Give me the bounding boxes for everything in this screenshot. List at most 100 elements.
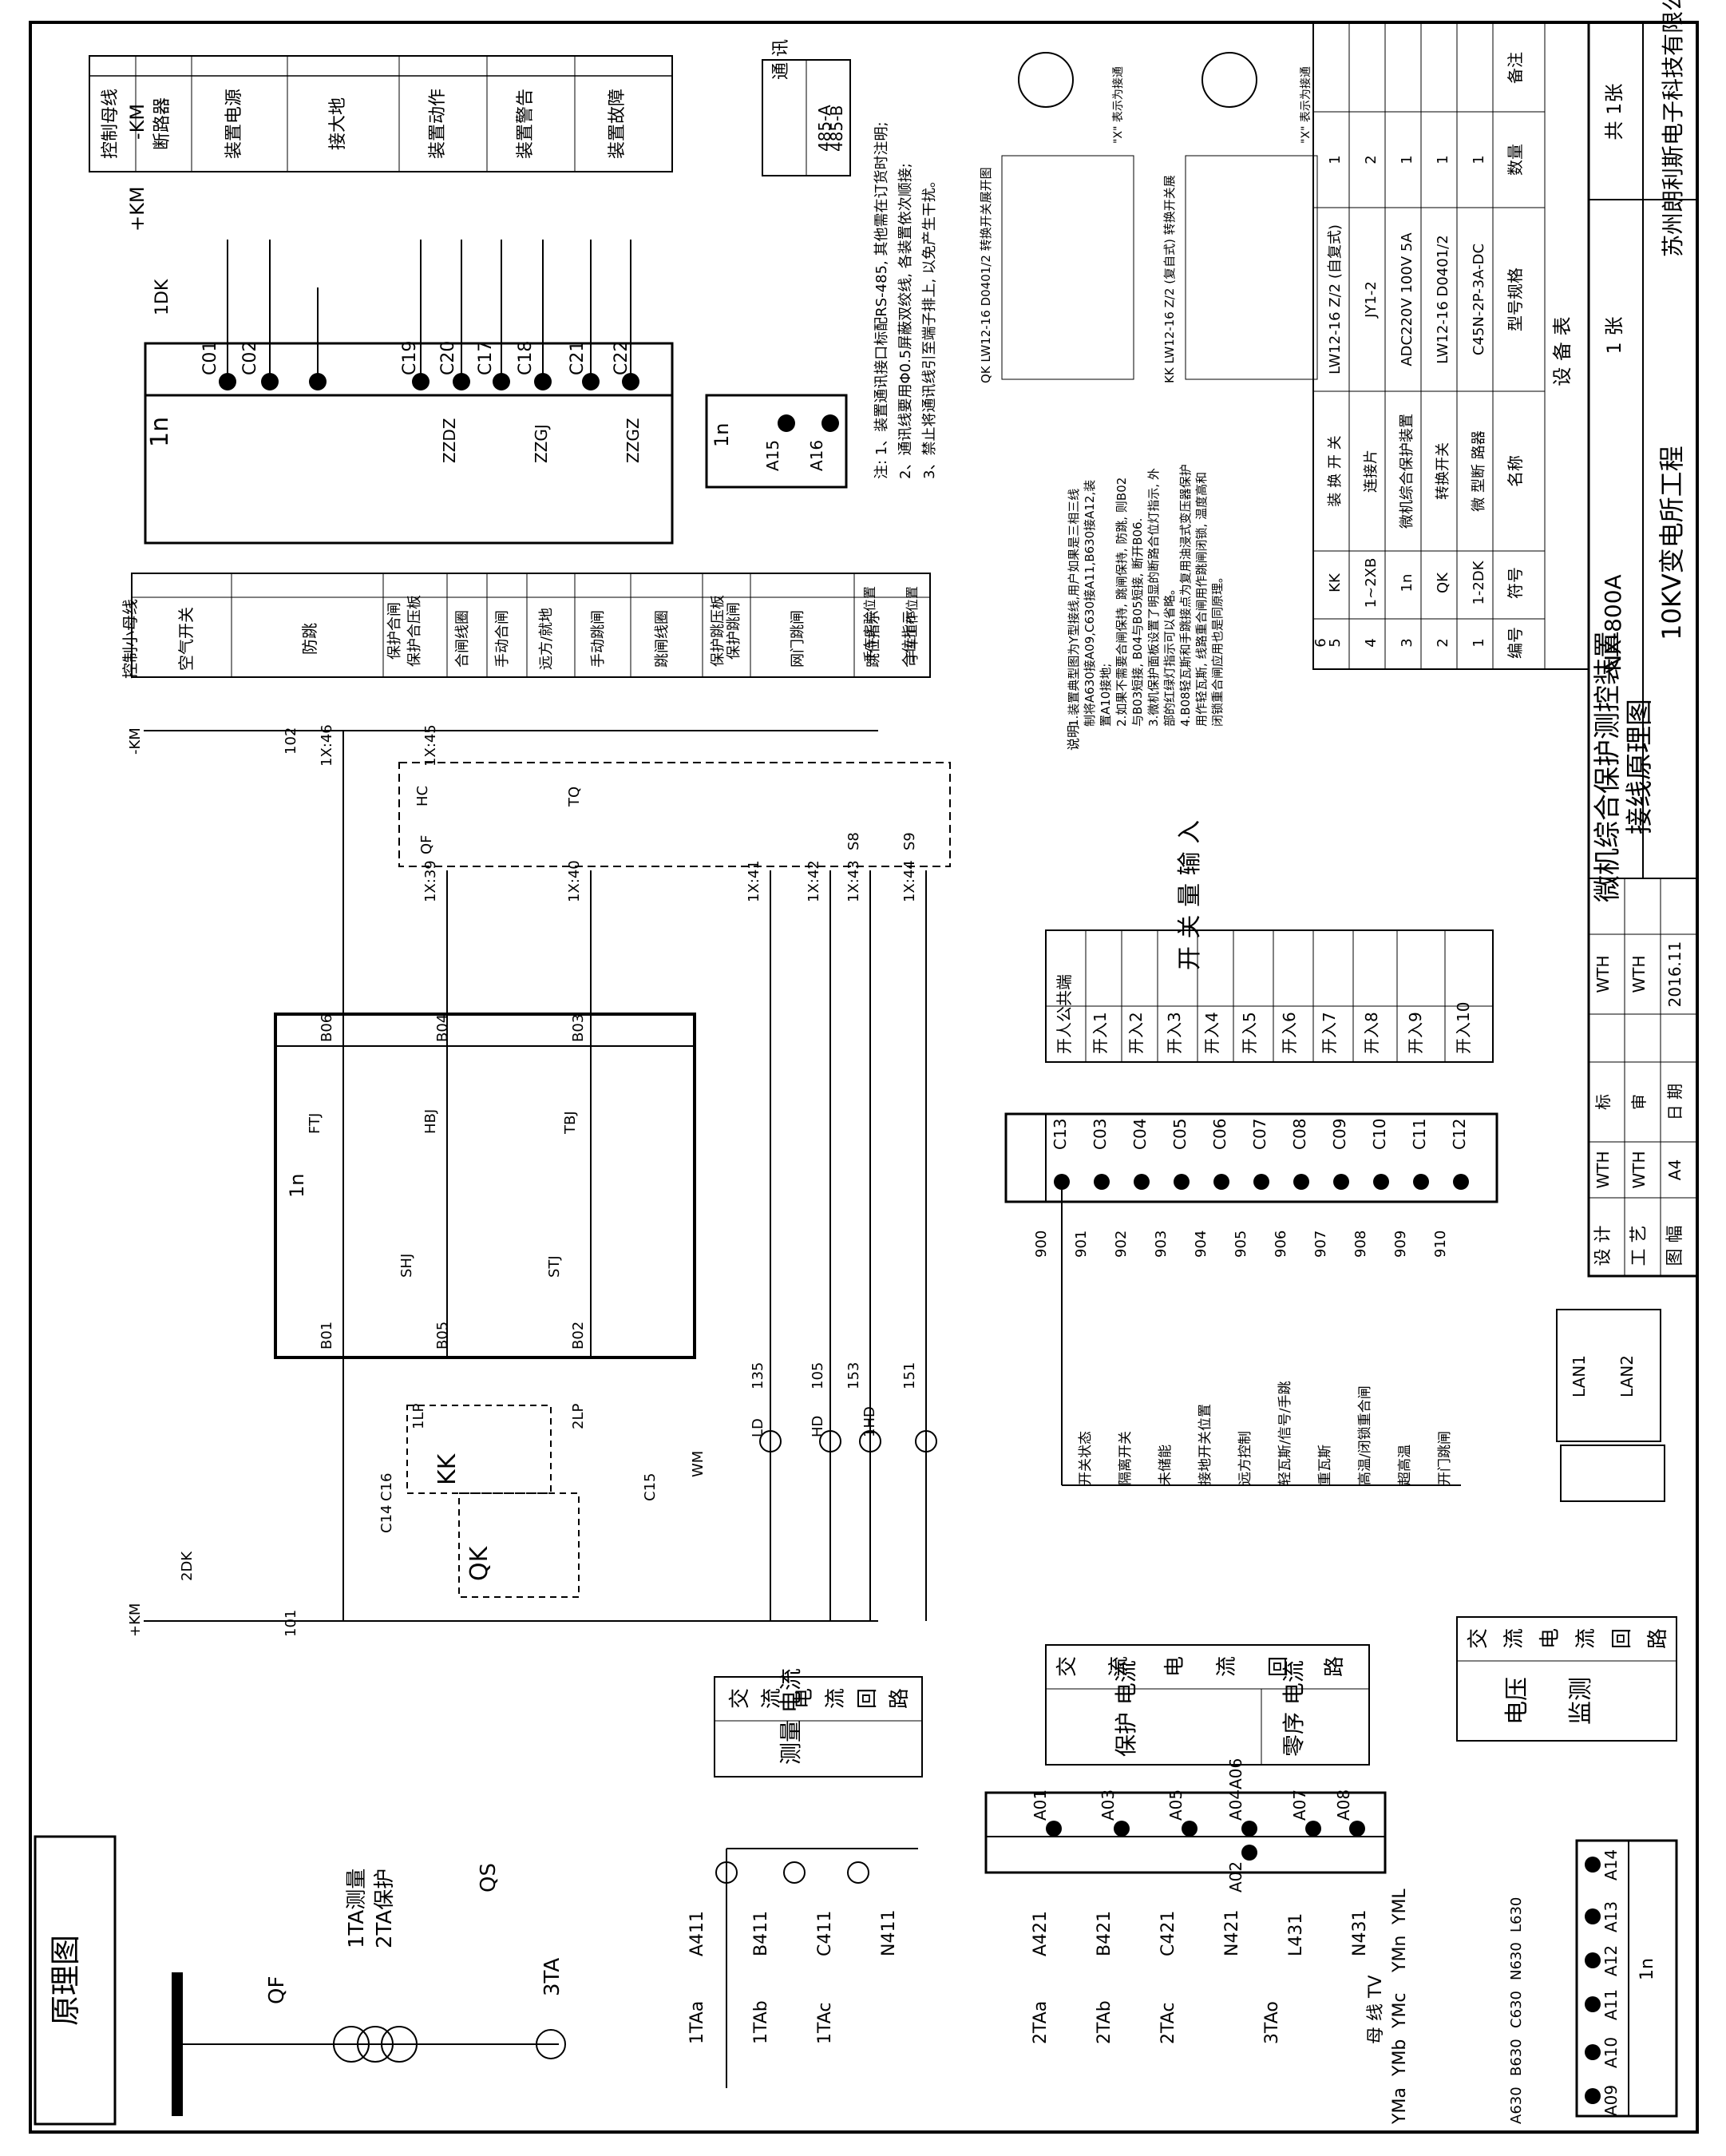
svg-text:1X:42: 1X:42 (806, 860, 822, 902)
svg-text:网门跳闸: 网门跳闸 (790, 610, 806, 668)
svg-text:C01: C01 (200, 341, 220, 375)
svg-text:C22: C22 (612, 341, 631, 375)
notes-block: 说明: 1.装置典型图为Y型接线,用户如果是三相三线 制将A630接A09,C6… (1066, 464, 1225, 751)
svg-text:2016.11: 2016.11 (1665, 941, 1684, 1008)
title-block: 苏州朗利斯电子科技有限公司 共 1张 1 张 NX-800A 10KV变电所工程… (1587, 0, 1699, 1278)
svg-text:开入10: 开入10 (1454, 1002, 1473, 1054)
svg-text:+KM: +KM (126, 186, 148, 232)
binary-input-table: 开 关 量 输 入 开人公共端 开入1 开入2 开入3 开入4 开入5 开入6 … (1004, 820, 1498, 1486)
svg-text:保护跳压板: 保护跳压板 (710, 595, 726, 667)
control-circuit-labels: +KM -KM 2DK 101 102 1X:46 1X:45 HC TQ QF… (127, 724, 937, 1637)
svg-text:A09: A09 (1601, 2085, 1621, 2116)
svg-text:C03: C03 (1091, 1119, 1110, 1150)
svg-text:置A10接地;: 置A10接地; (1099, 664, 1113, 727)
svg-text:流: 流 (824, 1688, 848, 1709)
svg-text:101: 101 (283, 1610, 299, 1637)
svg-text:1X:45: 1X:45 (422, 724, 439, 767)
svg-text:微 型断 路器: 微 型断 路器 (1471, 430, 1487, 511)
svg-text:注: 1、装置通讯接口标配RS-485, 其他需在订货时注明: 注: 1、装置通讯接口标配RS-485, 其他需在订货时注明; (873, 121, 890, 479)
svg-text:C06: C06 (1210, 1119, 1229, 1150)
svg-text:WTH: WTH (1629, 955, 1649, 993)
svg-text:开入9: 开入9 (1406, 1012, 1425, 1054)
svg-text:合闸线圈: 合闸线圈 (454, 610, 471, 668)
svg-text:回: 回 (1267, 1656, 1291, 1677)
model-no: NX-800A (1600, 574, 1626, 671)
svg-text:QF: QF (418, 834, 435, 854)
busbar (172, 1972, 183, 2116)
legend-device-action: 装置动作 (428, 89, 448, 159)
svg-text:闭锁重合闸应用也是同原理。: 闭锁重合闸应用也是同原理。 (1210, 571, 1225, 727)
svg-text:B06: B06 (319, 1014, 335, 1042)
svg-text:485-A: 485-A (815, 105, 834, 152)
svg-text:105: 105 (810, 1362, 826, 1389)
svg-text:1HD: 1HD (861, 1406, 878, 1437)
primary-diagram: 原理图 QF 1TA测量 2TA保护 QS 3TA (34, 1835, 566, 2126)
svg-text:B03: B03 (570, 1014, 587, 1042)
svg-text:电: 电 (1538, 1628, 1562, 1649)
svg-text:母 线 TV: 母 线 TV (1366, 1976, 1386, 2044)
svg-text:C11: C11 (1410, 1119, 1429, 1150)
svg-text:2LP: 2LP (570, 1404, 587, 1429)
lan-ports: LAN1 LAN2 (1556, 1309, 1665, 1502)
svg-text:流: 流 (760, 1688, 784, 1709)
svg-text:3TAo: 3TAo (1262, 2001, 1282, 2044)
svg-text:远方/就地: 远方/就地 (538, 608, 555, 670)
svg-text:路: 路 (888, 1688, 912, 1709)
svg-text:3: 3 (1399, 638, 1415, 647)
project-name: 10KV变电所工程 (1657, 446, 1687, 640)
svg-text:1DK: 1DK (152, 279, 172, 315)
svg-text:电压: 电压 (1503, 1677, 1531, 1725)
svg-text:设 备 表: 设 备 表 (1551, 316, 1574, 386)
svg-text:防跳: 防跳 (300, 623, 319, 655)
device-top-block: 1n C01 C02 C19 C20 C17 C18 C21 C22 ZZDZ … (126, 104, 674, 545)
svg-text:装 换 开 关: 装 换 开 关 (1327, 435, 1344, 506)
svg-text:A630: A630 (1508, 2087, 1525, 2124)
svg-text:WM: WM (690, 1451, 707, 1477)
svg-text:STJ: STJ (546, 1255, 563, 1278)
legend-device-fault: 装置故障 (608, 89, 627, 159)
svg-text:QK: QK (1435, 572, 1451, 593)
svg-text:HBJ: HBJ (422, 1109, 439, 1134)
sheet-no: 1 张 (1603, 317, 1625, 355)
svg-text:部的红绿灯指示可以省略。: 部的红绿灯指示可以省略。 (1162, 583, 1177, 727)
svg-text:3TA: 3TA (540, 1958, 564, 1996)
svg-text:测量 电流: 测量 电流 (778, 1668, 804, 1765)
svg-text:4: 4 (1363, 638, 1380, 647)
svg-text:YMb: YMb (1390, 2039, 1410, 2077)
svg-text:JY1-2: JY1-2 (1363, 281, 1380, 319)
svg-text:FTJ: FTJ (307, 1113, 323, 1134)
svg-text:2: 2 (1435, 638, 1451, 647)
legend-breaker: 断路器 (152, 97, 172, 150)
comm-block: 通 讯 485-A 485-B 1n A15 A16 注: 1、装置通讯接口标配… (705, 39, 938, 489)
svg-text:1: 1 (1327, 155, 1344, 164)
svg-text:A05: A05 (1166, 1789, 1186, 1821)
svg-text:2、通讯线要用Φ0.5屏蔽双绞线, 各装置依次顺接;: 2、通讯线要用Φ0.5屏蔽双绞线, 各装置依次顺接; (897, 163, 914, 479)
svg-text:保护跳闸: 保护跳闸 (726, 602, 742, 660)
svg-text:C421: C421 (1158, 1911, 1178, 1956)
svg-text:超高温: 超高温 (1397, 1445, 1413, 1485)
svg-text:C09: C09 (1330, 1119, 1349, 1150)
svg-text:流: 流 (1574, 1628, 1598, 1649)
svg-text:LD: LD (750, 1418, 766, 1437)
svg-text:C15: C15 (642, 1473, 659, 1501)
svg-text:C411: C411 (815, 1911, 835, 1956)
svg-text:B630: B630 (1508, 2039, 1525, 2076)
svg-text:A03: A03 (1099, 1789, 1118, 1821)
svg-text:回: 回 (856, 1688, 880, 1709)
svg-text:1: 1 (1435, 155, 1451, 164)
svg-text:备注: 备注 (1506, 52, 1525, 84)
ac-measure-circuit: 交 流 电 流 回 路 测量 电流 1TAa 1TAb 1TAc A411 B4… (687, 1668, 923, 2088)
svg-text:未储能: 未储能 (1158, 1445, 1174, 1485)
svg-text:YMn: YMn (1390, 1936, 1410, 1973)
svg-text:数量: 数量 (1506, 144, 1525, 176)
svg-text:909: 909 (1392, 1231, 1409, 1258)
svg-text:标: 标 (1593, 1094, 1613, 1110)
svg-text:交: 交 (1467, 1628, 1490, 1649)
svg-text:合位指示: 合位指示 (901, 610, 918, 668)
svg-text:C17: C17 (476, 341, 496, 375)
svg-text:A02: A02 (1226, 1861, 1245, 1892)
svg-text:S8: S8 (845, 832, 862, 850)
svg-text:1X:41: 1X:41 (746, 860, 762, 902)
svg-text:2.如果不需要合闸保持, 跳闸保持, 防跳, 则B02: 2.如果不需要合闸保持, 跳闸保持, 防跳, 则B02 (1114, 478, 1129, 727)
svg-text:QK: QK (465, 1545, 493, 1581)
